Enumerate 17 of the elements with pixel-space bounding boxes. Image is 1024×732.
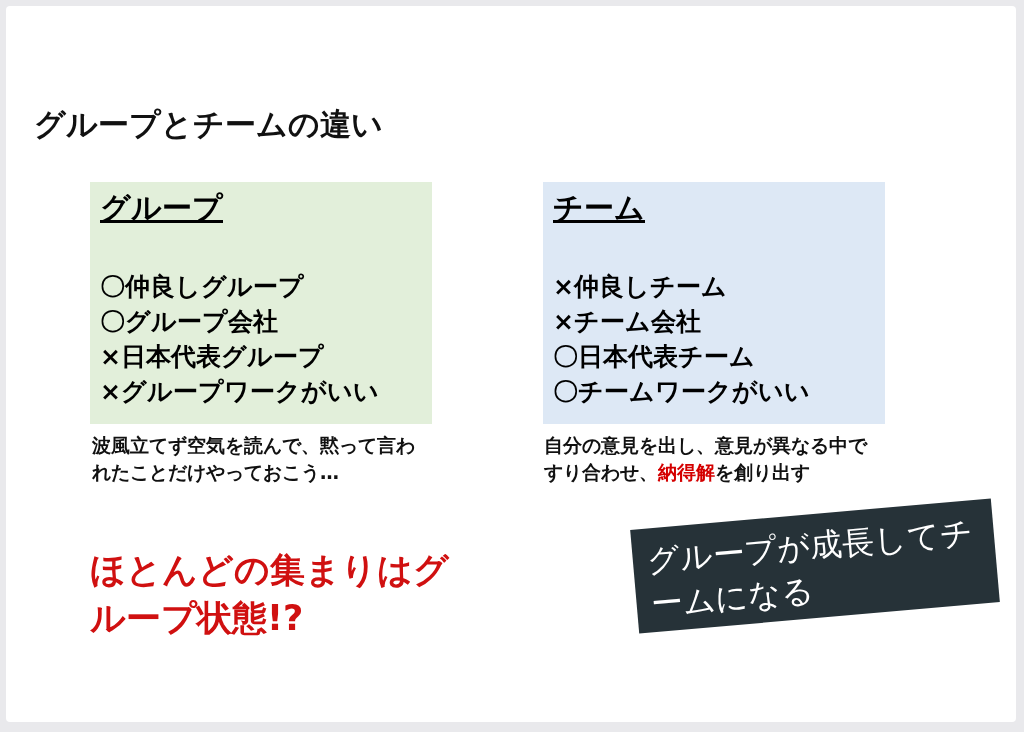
description-text: 波風立てず空気を読んで、黙って言われたことだけやっておこう… bbox=[92, 433, 416, 485]
panel-heading: チーム bbox=[553, 189, 645, 227]
emphasis-text: ほとんどの集まりはグループ状態!? bbox=[90, 549, 450, 640]
list-item: ×グループワークがいい bbox=[100, 376, 380, 408]
list-item: ×日本代表グループ bbox=[100, 341, 325, 373]
list-item: 〇日本代表チーム bbox=[553, 341, 756, 373]
list-item: 〇仲良しグループ bbox=[100, 271, 305, 303]
banner-text: グループが成長してチームになる bbox=[644, 512, 976, 626]
comparison-panel bbox=[90, 182, 432, 424]
list-item: 〇チームワークがいい bbox=[553, 376, 811, 408]
description-text: 自分の意見を出し、意見が異なる中ですり合わせ、納得解を創り出す bbox=[544, 433, 869, 485]
list-item: 〇グループ会社 bbox=[100, 306, 279, 338]
list-item: ×仲良しチーム bbox=[553, 271, 728, 303]
panel-heading: グループ bbox=[100, 189, 223, 227]
comparison-panel bbox=[543, 182, 885, 424]
slide-title: グループとチームの違い bbox=[34, 105, 383, 144]
list-item: ×チーム会社 bbox=[553, 306, 702, 338]
